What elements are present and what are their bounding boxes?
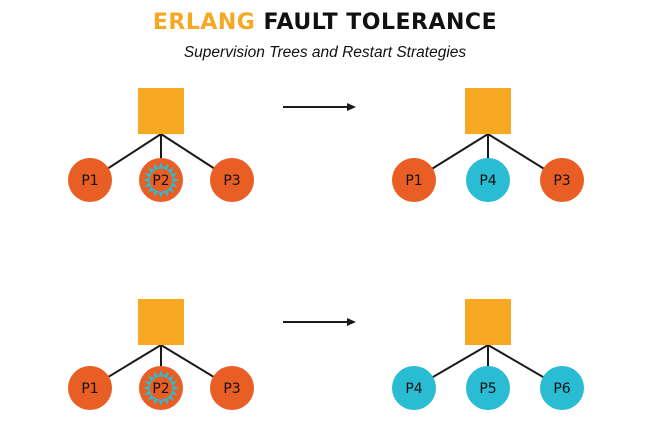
process-node [392, 158, 436, 202]
process-label: P1 [81, 381, 98, 397]
process-node [210, 366, 254, 410]
process-label: P2 [152, 173, 169, 189]
supervisor-node [138, 299, 184, 345]
process-node [210, 158, 254, 202]
process-label: P6 [553, 381, 570, 397]
process-label: P3 [223, 381, 240, 397]
process-node [68, 158, 112, 202]
process-node [540, 158, 584, 202]
supervisor-node [465, 88, 511, 134]
process-node-restarted [540, 366, 584, 410]
supervisor-node [138, 88, 184, 134]
process-label: P5 [479, 381, 496, 397]
process-node-restarted [466, 366, 510, 410]
diagram-title: ERLANG FAULT TOLERANCE [0, 10, 650, 35]
process-label: P2 [152, 381, 169, 397]
diagram-subtitle: Supervision Trees and Restart Strategies [183, 44, 467, 61]
process-label: P4 [405, 381, 422, 397]
process-label: P3 [223, 173, 240, 189]
title-main: FAULT TOLERANCE [263, 10, 498, 35]
arrow-head-icon [347, 318, 356, 326]
crash-core [149, 168, 173, 192]
arrow-head-icon [347, 103, 356, 111]
process-label: P4 [479, 173, 496, 189]
process-label: P1 [81, 173, 98, 189]
crash-core [149, 376, 173, 400]
process-node-restarted [466, 158, 510, 202]
title-accent: ERLANG [152, 10, 256, 35]
process-label: P1 [405, 173, 422, 189]
process-node [68, 366, 112, 410]
process-label: P3 [553, 173, 570, 189]
process-node-restarted [392, 366, 436, 410]
supervisor-node [465, 299, 511, 345]
